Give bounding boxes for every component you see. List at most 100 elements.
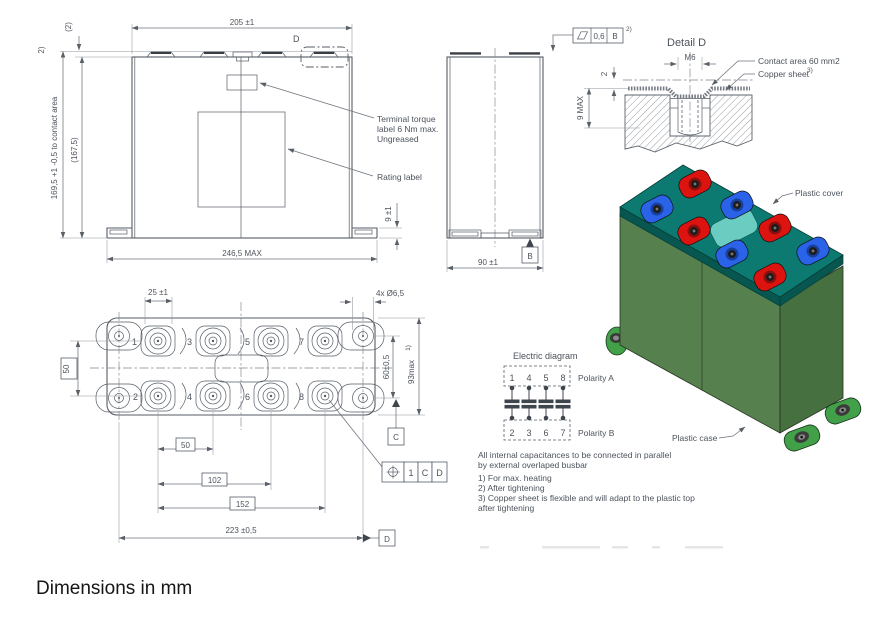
svg-text:7: 7	[560, 428, 565, 438]
note-2: 2) After tightening	[478, 483, 545, 493]
polarity-a-label: Polarity A	[578, 373, 614, 383]
foot-right	[824, 397, 862, 425]
dim-60: 60±0,5	[382, 354, 391, 379]
note-parallel-2: by external overlaped busbar	[478, 460, 588, 470]
contact-area-label: Contact area 60 mm2	[758, 56, 840, 66]
capacitor-symbols	[504, 385, 571, 421]
svg-text:6: 6	[245, 392, 250, 402]
rating-label-text: Rating label	[377, 172, 422, 182]
svg-text:1: 1	[132, 337, 137, 347]
side-view: B 90 ±1	[446, 48, 544, 272]
svg-text:B: B	[527, 252, 532, 261]
flatness-icon	[576, 31, 589, 40]
svg-text:1: 1	[509, 373, 514, 383]
dim-holes: 4x Ø6,5	[376, 289, 405, 298]
mounting-ears	[95, 321, 385, 413]
note-parallel-1: All internal capacitances to be connecte…	[478, 450, 671, 460]
datum-d: D	[363, 529, 396, 547]
front-view: D Terminal torque label 6 Nm max. Ungrea…	[37, 18, 438, 263]
dim-167: (167,5)	[70, 137, 79, 163]
note-3b: after tightening	[478, 503, 535, 513]
dim-90: 90 ±1	[478, 258, 499, 267]
detail-d-zone	[300, 46, 349, 68]
svg-text:4: 4	[526, 373, 531, 383]
datum-c: C	[387, 399, 405, 446]
svg-text:C: C	[422, 468, 429, 478]
dimensions-note: Dimensions in mm	[36, 578, 193, 599]
detail-d-tag: D	[293, 34, 300, 44]
busbar-a	[503, 365, 571, 387]
dim-102: 102	[208, 476, 222, 485]
svg-text:D: D	[436, 468, 443, 478]
svg-text:label 6 Nm max.: label 6 Nm max.	[377, 124, 438, 134]
front-terminal-bumps	[146, 51, 339, 62]
rating-label-outline	[197, 111, 286, 208]
front-feet	[106, 227, 378, 239]
copper-sheet-note: 3)	[807, 67, 813, 74]
svg-text:3: 3	[187, 337, 192, 347]
terminal-bolts	[140, 325, 343, 412]
dim-9: 9 ±1	[384, 206, 393, 222]
dim-205: 205 ±1	[230, 18, 255, 27]
svg-text:5: 5	[543, 373, 548, 383]
dim-25: 25 ±1	[148, 288, 169, 297]
dim-9max: 9 MAX	[576, 95, 585, 120]
svg-text:5: 5	[245, 337, 250, 347]
datum-b: B	[521, 238, 539, 264]
svg-text:Ungreased: Ungreased	[377, 134, 419, 144]
notes: All internal capacitances to be connecte…	[478, 450, 723, 549]
dim-sheet-2: 2	[600, 71, 609, 76]
diagram-node-labels: 1 4 5 8 2 3 6 7	[509, 373, 565, 438]
dim-50-rows: 50	[62, 364, 71, 373]
svg-text:Terminal torque: Terminal torque	[377, 114, 436, 124]
svg-text:6: 6	[543, 428, 548, 438]
svg-text:1: 1	[408, 468, 413, 478]
dim-152: 152	[236, 500, 250, 509]
torque-label-text: Terminal torque label 6 Nm max. Ungrease…	[377, 114, 438, 144]
dim-246: 246,5 MAX	[222, 249, 262, 258]
render-3d: Plastic cover Plastic case	[605, 164, 862, 452]
dim-223: 223 ±0,5	[225, 526, 257, 535]
plastic-case-label: Plastic case	[672, 433, 718, 443]
svg-text:7: 7	[299, 337, 304, 347]
foot-front	[783, 424, 821, 452]
svg-text:2: 2	[509, 428, 514, 438]
flatness-value: 0,6	[593, 32, 605, 41]
flatness-note: 2)	[626, 26, 632, 33]
svg-text:8: 8	[560, 373, 565, 383]
flatness-datum: B	[612, 32, 617, 41]
electric-diagram: Electric diagram 1 4 5 8 2 3 6 7 Polarit…	[503, 351, 615, 441]
note-1: 1) For max. heating	[478, 473, 552, 483]
copper-sheet-label: Copper sheet	[758, 69, 810, 79]
svg-text:C: C	[393, 433, 399, 442]
note-2-marker: 2)	[37, 46, 46, 53]
electric-diagram-title: Electric diagram	[513, 351, 578, 361]
terminal-pads-3d	[640, 169, 830, 292]
dim-m6: M6	[684, 53, 696, 62]
dim-93: 93max	[407, 360, 416, 384]
position-frame: 1 C D	[328, 399, 448, 483]
top-view: 1 3 5 7 2 4 6 8 25 ±1 4x Ø6,5 50 60±0,5	[60, 288, 448, 547]
detail-d-title: Detail D	[667, 37, 706, 49]
plastic-cover-label: Plastic cover	[795, 188, 843, 198]
note-3a: 3) Copper sheet is flexible and will ada…	[478, 493, 695, 503]
flatness-callout: 0,6 B 2)	[550, 26, 632, 52]
dim-2-paren: (2)	[64, 22, 73, 32]
svg-text:D: D	[384, 535, 390, 544]
terminal-numbers: 1 3 5 7 2 4 6 8	[132, 337, 304, 402]
plastic-top-section	[624, 94, 753, 153]
polarity-b-label: Polarity B	[578, 428, 615, 438]
svg-text:8: 8	[299, 392, 304, 402]
dim-169: 169,5 +1 -0,5 to contact area	[50, 96, 59, 199]
svg-text:3: 3	[526, 428, 531, 438]
detail-d-view: Detail D M6 2 9 MAX	[576, 37, 840, 153]
svg-text:4: 4	[187, 392, 192, 402]
label-recess	[214, 354, 269, 383]
svg-text:2: 2	[133, 392, 138, 402]
dim-93-note: 1)	[405, 345, 412, 351]
position-icon	[386, 465, 400, 479]
busbar-b	[503, 419, 571, 441]
torque-label-outline	[226, 74, 258, 91]
